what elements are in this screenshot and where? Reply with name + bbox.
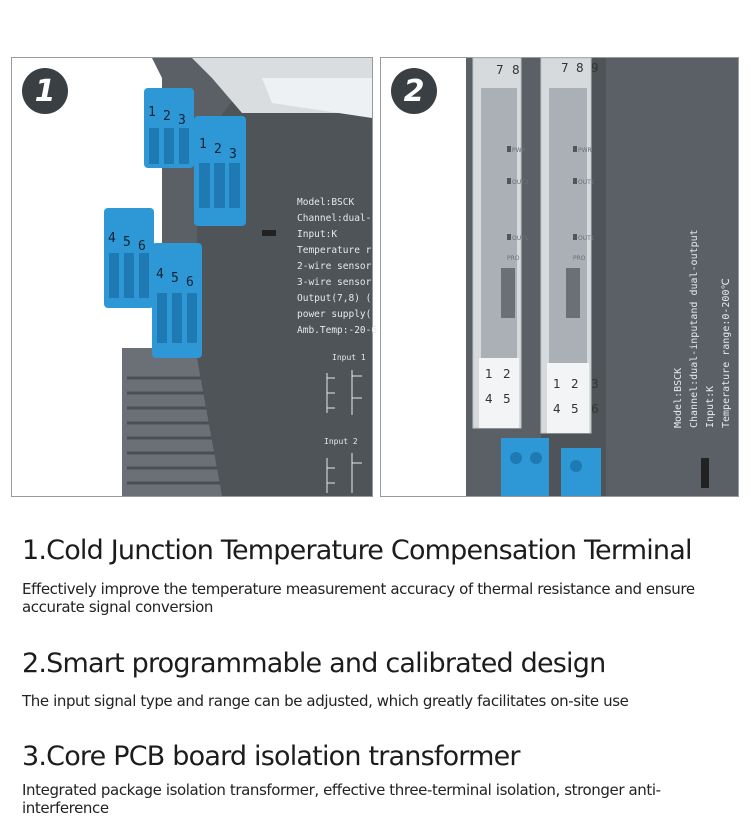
svg-text:Temperature r: Temperature r (297, 245, 372, 256)
svg-text:4: 4 (156, 267, 164, 282)
svg-text:5: 5 (123, 235, 131, 250)
svg-text:PRO: PRO (507, 255, 520, 262)
svg-text:2: 2 (163, 109, 171, 124)
svg-text:Amb.Temp:-20-6: Amb.Temp:-20-6 (297, 325, 377, 336)
svg-text:9: 9 (591, 61, 599, 75)
svg-text:Input 2: Input 2 (324, 437, 358, 446)
product-photo-front-cover: 7 8 7 8 9 1 2 4 5 1 2 3 4 5 6 PWR OUT2 O… (380, 57, 739, 497)
feature-description-1: Effectively improve the temperature meas… (22, 580, 695, 616)
svg-text:PWR: PWR (578, 147, 592, 154)
svg-text:OUT2: OUT2 (578, 179, 595, 186)
svg-text:7: 7 (496, 63, 504, 77)
svg-text:6: 6 (186, 275, 194, 290)
svg-text:Output(7,8) (: Output(7,8) ( (297, 293, 371, 304)
svg-text:4: 4 (553, 402, 561, 416)
svg-text:OUT1: OUT1 (512, 235, 529, 242)
terminal-block-lower-left: 4 5 6 (104, 208, 154, 308)
svg-text:3: 3 (178, 113, 186, 128)
terminal-block-lower-right: 4 5 6 (152, 243, 202, 358)
svg-text:Input:K: Input:K (297, 229, 337, 240)
svg-text:5: 5 (571, 402, 579, 416)
product-photo-terminals: 1 2 3 1 2 3 4 5 6 4 5 (11, 57, 377, 497)
svg-text:5: 5 (503, 392, 511, 406)
svg-text:Channel:dual-: Channel:dual- (297, 213, 371, 224)
feature-title-3: 3.Core PCB board isolation transformer (22, 741, 521, 772)
step-badge-1: 1 (22, 68, 68, 114)
module-illustration-1: 1 2 3 1 2 3 4 5 6 4 5 (104, 58, 377, 496)
svg-text:PWR: PWR (512, 147, 526, 154)
svg-text:1: 1 (553, 377, 561, 391)
svg-text:5: 5 (171, 271, 179, 286)
svg-text:3: 3 (229, 147, 237, 162)
svg-text:Channel:dual-inputand dual-out: Channel:dual-inputand dual-output (689, 229, 700, 428)
svg-text:1: 1 (148, 105, 156, 120)
wiring-diagram-1: Input 1 Input 2 (324, 353, 366, 446)
svg-text:Model:BSCK: Model:BSCK (297, 197, 354, 208)
svg-text:Model:BSCK: Model:BSCK (673, 368, 684, 428)
svg-text:OUT2: OUT2 (512, 179, 529, 186)
svg-text:power supply(: power supply( (297, 309, 371, 320)
svg-text:PRO: PRO (573, 255, 586, 262)
feature-title-1: 1.Cold Junction Temperature Compensation… (22, 535, 692, 566)
svg-text:6: 6 (138, 239, 146, 254)
svg-text:Input 1: Input 1 (332, 353, 366, 362)
cover-terminal-numbers: 7 8 7 8 9 1 2 4 5 1 2 3 4 5 6 (485, 61, 599, 416)
svg-text:1: 1 (199, 137, 207, 152)
terminal-block-upper-right: 1 2 3 (194, 116, 246, 226)
module-label-2: Model:BSCK Channel:dual-inputand dual-ou… (673, 229, 732, 428)
svg-text:OUT1: OUT1 (578, 235, 595, 242)
svg-text:2: 2 (503, 367, 511, 381)
svg-text:2: 2 (571, 377, 579, 391)
svg-text:2: 2 (214, 142, 222, 157)
svg-text:6: 6 (591, 402, 599, 416)
svg-text:3: 3 (591, 377, 599, 391)
svg-text:3-wire sensor: 3-wire sensor (297, 277, 372, 288)
svg-text:Temperature range:0-200℃: Temperature range:0-200℃ (721, 278, 732, 428)
svg-text:8: 8 (512, 63, 520, 77)
svg-text:Input:K: Input:K (705, 386, 716, 428)
module-label-1: Model:BSCK Channel:dual- Input:K Tempera… (297, 197, 377, 336)
feature-title-2: 2.Smart programmable and calibrated desi… (22, 648, 606, 679)
module-illustration-2: 7 8 7 8 9 1 2 4 5 1 2 3 4 5 6 PWR OUT2 O… (466, 57, 738, 496)
svg-text:1: 1 (485, 367, 493, 381)
svg-text:7: 7 (561, 61, 569, 75)
feature-description-2: The input signal type and range can be a… (22, 692, 629, 710)
feature-description-3: Integrated package isolation transformer… (22, 781, 661, 817)
step-badge-2: 2 (391, 68, 437, 114)
terminal-block-upper-left: 1 2 3 (144, 88, 194, 168)
svg-text:8: 8 (576, 61, 584, 75)
svg-text:4: 4 (108, 231, 116, 246)
svg-text:2-wire sensor: 2-wire sensor (297, 261, 372, 272)
svg-text:4: 4 (485, 392, 493, 406)
led-indicators: PWR OUT2 OUT1 PRO PWR OUT2 OUT1 PRO (507, 146, 595, 262)
